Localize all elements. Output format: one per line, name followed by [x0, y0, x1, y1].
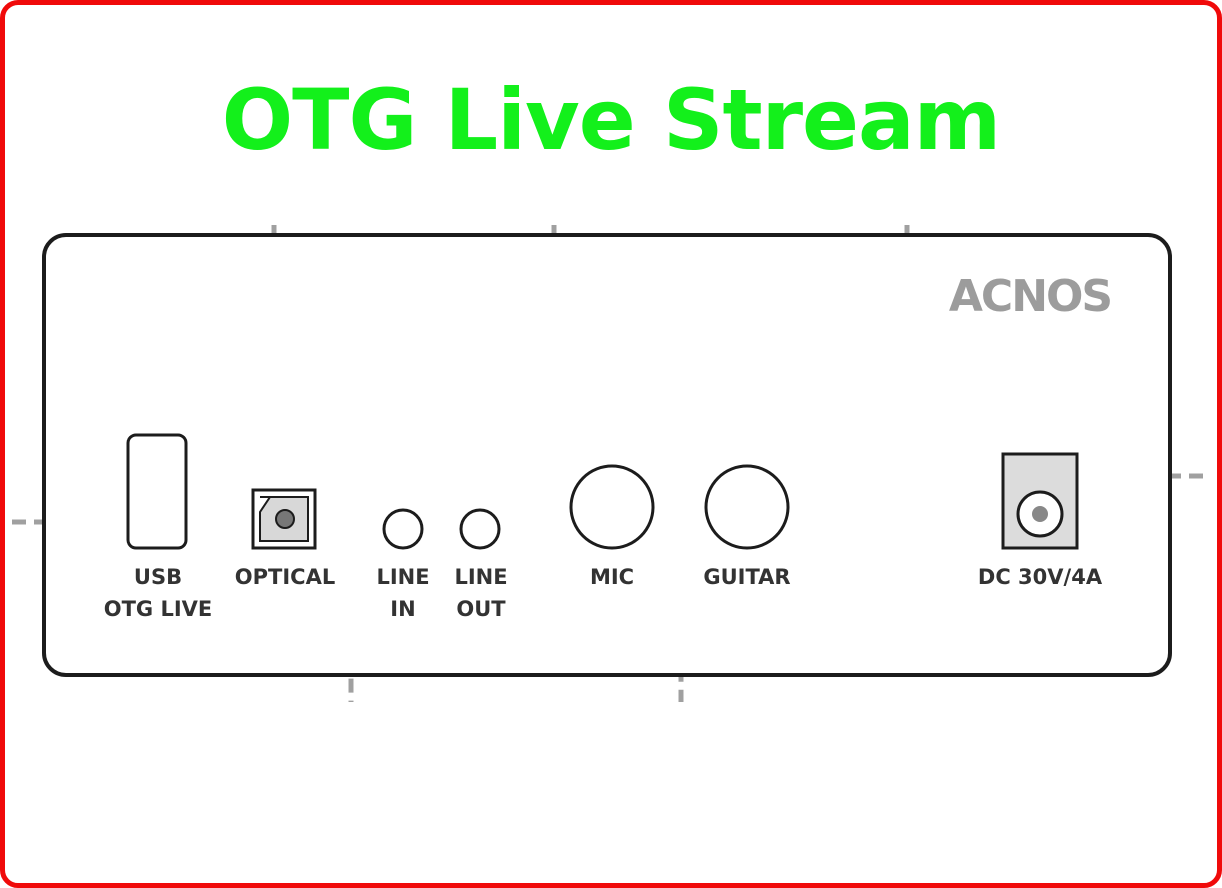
- device-panel-outline: [42, 233, 1172, 677]
- optical-port: [251, 488, 317, 550]
- line-in-jack: [382, 508, 424, 550]
- optical-label: OPTICAL: [235, 565, 335, 589]
- mic-jack: [569, 464, 655, 550]
- page-title: OTG Live Stream: [221, 71, 1001, 169]
- usb-label-line1: USB: [134, 565, 182, 589]
- line-in-label-line1: LINE: [376, 565, 429, 589]
- line-out-jack: [459, 508, 501, 550]
- line-in-label-line2: IN: [390, 597, 415, 621]
- line-out-label-line2: OUT: [456, 597, 506, 621]
- line-out-label-line1: LINE: [454, 565, 507, 589]
- brand-logo: ACNOS: [949, 271, 1111, 322]
- usb-label-line2: OTG LIVE: [104, 597, 213, 621]
- dc-power-jack: [1001, 452, 1079, 550]
- guitar-label: GUITAR: [703, 565, 790, 589]
- dc-label: DC 30V/4A: [978, 565, 1103, 589]
- mic-label: MIC: [590, 565, 634, 589]
- guitar-jack: [704, 464, 790, 550]
- usb-port: [126, 433, 188, 550]
